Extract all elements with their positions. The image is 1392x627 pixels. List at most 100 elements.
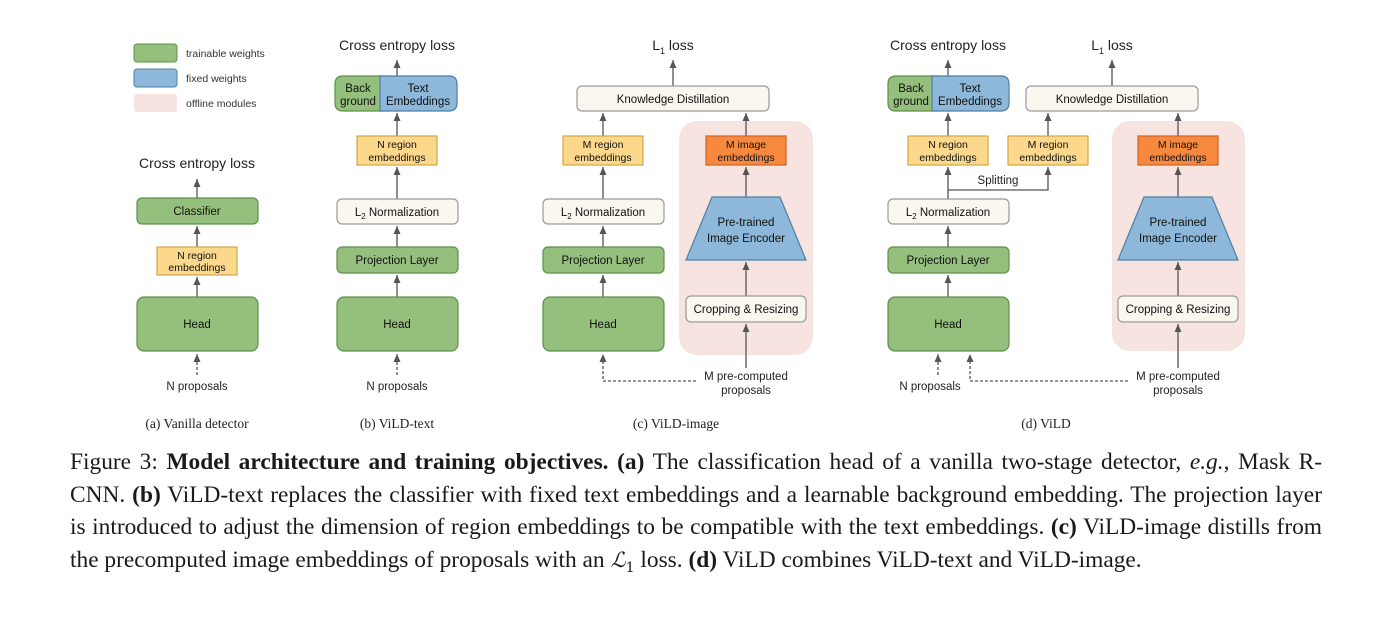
panel-c-crop-label: Cropping & Resizing [694, 304, 799, 316]
panel-d-projection-label: Projection Layer [906, 255, 989, 267]
panel-d-encoder-label-1: Pre-trained [1150, 217, 1207, 229]
panel-c-caption: (c) ViLD-image [633, 416, 719, 431]
panel-b-text-label-2: Embeddings [386, 96, 450, 108]
panel-b-text-embeddings [379, 75, 458, 112]
panel-d-text-embeddings [931, 75, 1010, 112]
legend-offline-swatch [134, 94, 177, 112]
caption-d-text: ViLD combines ViLD-text and ViLD-image. [722, 546, 1142, 573]
caption-label: Figure 3: [70, 449, 158, 475]
panel-b-head-label: Head [383, 319, 411, 331]
caption-b-text: ViLD-text replaces the classifier with f… [70, 481, 1322, 541]
legend-fixed-label: fixed weights [186, 73, 247, 85]
panel-c-image-label-2: embeddings [717, 152, 774, 164]
caption-c-tag: (c) [1050, 514, 1077, 540]
panel-c-encoder-label-1: Pre-trained [718, 217, 775, 229]
caption-title: Model architecture and training objectiv… [166, 449, 609, 475]
panel-d-norm-label: L2 Normalization [906, 207, 990, 221]
caption-a-text-1: The classification head of a vanilla two… [652, 449, 1182, 475]
panel-d-image-embeddings [1137, 135, 1219, 166]
caption-d-tag: (d) [688, 546, 718, 573]
panel-b-l2-normalization [336, 198, 459, 225]
panel-d-text-label-2: Embeddings [938, 96, 1002, 108]
caption-c-text-2: loss. [640, 546, 683, 573]
panel-c-image-encoder [685, 196, 807, 261]
panel-c-head [542, 296, 665, 352]
panel-b-background-embedding [334, 75, 389, 112]
panel-d-caption: (d) ViLD [1021, 416, 1071, 431]
panel-c-image-embeddings [705, 135, 787, 166]
panel-b-bg-label-1: Back [345, 83, 371, 95]
panel-d-background-embedding [887, 75, 940, 112]
panel-b-head [336, 296, 459, 352]
panel-c-region-label-1: M region [583, 139, 624, 151]
panel-b-caption: (b) ViLD-text [360, 416, 435, 431]
panel-c-cropping-resizing [685, 295, 807, 323]
panel-d-cropping-resizing [1117, 295, 1239, 323]
panel-d-bg-label-1: Back [898, 83, 924, 95]
panel-d-head [887, 296, 1010, 352]
legend-trainable-label: trainable weights [186, 48, 265, 60]
panel-c-projection-label: Projection Layer [561, 255, 644, 267]
panel-c-head-label: Head [589, 319, 617, 331]
panel-d-l2-normalization [887, 198, 1010, 225]
panel-d-n-region-label-2: embeddings [919, 152, 976, 164]
panel-a-caption: (a) Vanilla detector [145, 416, 249, 431]
legend-trainable-swatch [133, 43, 178, 63]
panel-d-splitting-bg [970, 172, 1028, 186]
panel-d-text-label-1: Text [959, 83, 981, 95]
panel-c-vild-image: L1 loss Knowledge Distillation M region … [542, 37, 813, 431]
panel-b-proposals-label: N proposals [366, 381, 428, 393]
panel-d-n-proposals-label: N proposals [899, 381, 961, 393]
panel-b-text-label-1: Text [407, 83, 429, 95]
caption-c-text-1: ViLD-image distills from the precomputed… [70, 514, 1323, 573]
panel-d-m-proposals-label-2: proposals [1153, 385, 1203, 397]
panel-a-region-label-2: embeddings [168, 262, 225, 274]
panel-d-kd-label: Knowledge Distillation [1056, 94, 1169, 106]
panel-d-m-region-embeddings [1007, 135, 1089, 166]
panel-c-loss-label: L1 loss [652, 37, 694, 56]
panel-d-n-region-label-1: N region [928, 139, 968, 151]
panel-d-projection-layer [887, 246, 1010, 274]
panel-b-region-label-1: N region [377, 139, 417, 151]
panel-d-splitting-label: Splitting [978, 175, 1019, 187]
panel-c-l2-normalization [542, 198, 665, 225]
panel-a-classifier-label: Classifier [173, 206, 220, 218]
panel-d-vild: Cross entropy loss L1 loss Back ground T… [887, 37, 1245, 431]
panel-c-region-label-2: embeddings [574, 152, 631, 164]
panel-a-region-label-1: N region [177, 250, 217, 262]
panel-d-image-encoder [1117, 196, 1239, 261]
panel-b-bg-label-2: ground [340, 96, 376, 108]
panel-b-region-label-2: embeddings [368, 152, 425, 164]
legend: trainable weights fixed weights offline … [133, 43, 265, 112]
figure-caption: Figure 3: Model architecture and trainin… [70, 446, 1322, 584]
panel-c-kd-label: Knowledge Distillation [617, 94, 730, 106]
panel-d-knowledge-distillation [1025, 85, 1199, 112]
panel-a-region-embeddings [156, 246, 238, 276]
panel-c-proposals-label-2: proposals [721, 385, 771, 397]
panel-d-l1-loss-label: L1 loss [1091, 37, 1133, 56]
panel-a-vanilla-detector: Cross entropy loss Classifier N region e… [136, 155, 259, 431]
panel-d-head-label: Head [934, 319, 962, 331]
panel-a-head [136, 296, 259, 352]
panel-b-loss-label: Cross entropy loss [339, 37, 455, 53]
panel-b-region-embeddings [356, 135, 438, 166]
panel-d-crop-label: Cropping & Resizing [1126, 304, 1231, 316]
panel-c-projection-layer [542, 246, 665, 274]
panel-c-region-embeddings [562, 135, 644, 166]
panel-d-image-label-1: M image [1158, 139, 1198, 151]
panel-d-bg-label-2: ground [893, 96, 929, 108]
panel-a-loss-label: Cross entropy loss [139, 155, 255, 171]
panel-c-image-label-1: M image [726, 139, 766, 151]
panel-b-vild-text: Cross entropy loss Back ground Text Embe… [334, 37, 459, 431]
panel-b-projection-label: Projection Layer [355, 255, 438, 267]
panel-a-classifier [136, 197, 259, 225]
panel-d-m-proposals-label-1: M pre-computed [1136, 371, 1220, 383]
panel-d-image-label-2: embeddings [1149, 152, 1206, 164]
legend-offline-label: offline modules [186, 98, 256, 110]
panel-d-m-region-label-1: M region [1028, 139, 1069, 151]
caption-a-text-2: , Mask R-CNN. [70, 449, 1322, 508]
panel-c-encoder-label-2: Image Encoder [707, 233, 785, 245]
panel-a-proposals-label: N proposals [166, 381, 228, 393]
panel-d-ce-loss-label: Cross entropy loss [890, 37, 1006, 53]
caption-a-tag: (a) [617, 449, 645, 475]
